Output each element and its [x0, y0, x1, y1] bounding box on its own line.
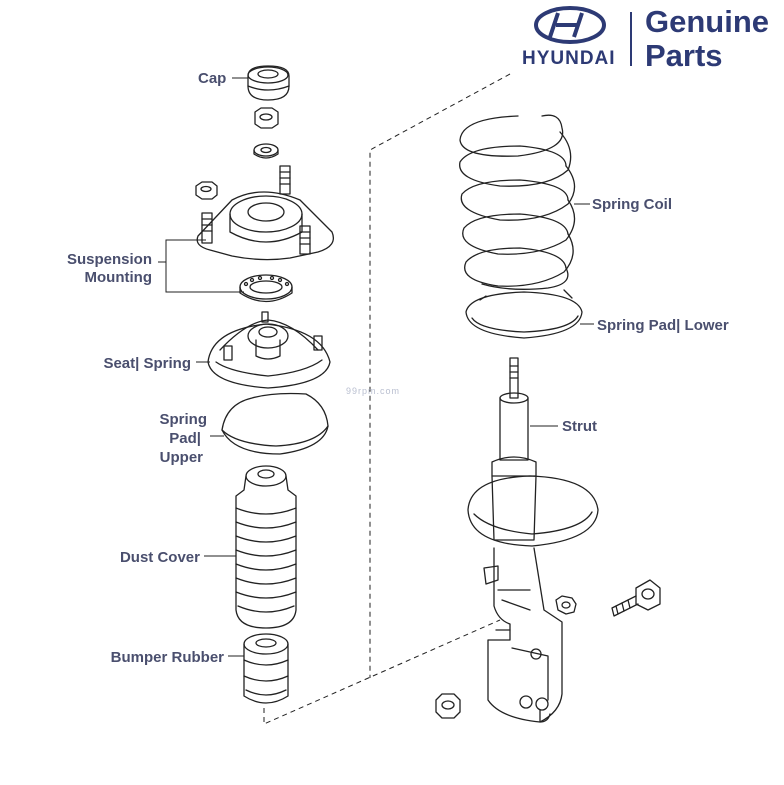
dashed-guide-lines	[263, 73, 511, 725]
strut-part	[467, 357, 599, 723]
label-dust-cover: Dust Cover	[119, 549, 200, 566]
brand-tagline-genuine: Genuine	[645, 4, 770, 39]
bottom-nut-part	[435, 693, 461, 719]
brand-wordmark: HYUNDAI	[522, 48, 616, 69]
label-spring-pad-upper-line3: Upper	[159, 449, 203, 466]
small-nut-part	[195, 181, 218, 200]
label-spring-pad-upper-line2: Pad|	[169, 430, 201, 447]
washer-part	[253, 143, 279, 159]
nut-part	[254, 107, 279, 129]
bearing-part	[239, 274, 293, 303]
label-suspension-mounting-line1: Suspension	[66, 251, 152, 268]
spring-coil-part	[459, 114, 576, 290]
leader-lines	[158, 77, 594, 657]
spring-pad-lower-part	[465, 289, 583, 339]
label-bumper-rubber: Bumper Rubber	[110, 649, 224, 666]
label-strut: Strut	[562, 418, 597, 435]
label-spring-pad-lower: Spring Pad| Lower	[597, 317, 729, 334]
label-spring-pad-upper-line1: Spring	[159, 411, 208, 428]
label-seat-spring: Seat| Spring	[103, 355, 191, 372]
brand-tagline-parts: Parts	[645, 38, 723, 73]
dust-cover-part	[235, 465, 297, 629]
spring-pad-upper-part	[221, 392, 329, 455]
hyundai-logo-icon	[534, 6, 606, 44]
bolt-part	[611, 579, 661, 617]
strut-nut-part	[555, 595, 577, 615]
label-cap: Cap	[198, 70, 227, 87]
seat-spring-part	[207, 311, 331, 389]
bumper-rubber-part	[243, 633, 289, 704]
cap-part	[247, 65, 290, 101]
label-suspension-mounting-line2: Mounting	[84, 269, 152, 286]
suspension-mounting-part	[196, 165, 335, 261]
label-spring-coil: Spring Coil	[592, 196, 672, 213]
watermark: 99rpm.com	[346, 386, 401, 396]
